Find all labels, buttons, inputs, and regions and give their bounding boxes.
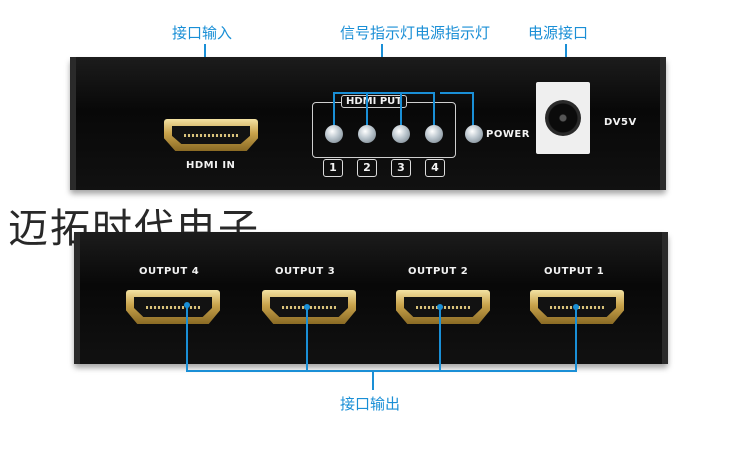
callout-indicator-lights: 信号指示灯电源指示灯 [340, 24, 491, 42]
output-label-3: OUTPUT 3 [275, 266, 336, 277]
leader-line-output-1 [575, 306, 577, 372]
hdmi-output-port-2[interactable] [396, 290, 490, 324]
indicator-bracket-drop-4 [433, 92, 435, 126]
callout-hdmi-input: 接口输入 [172, 24, 233, 42]
signal-led-1 [325, 125, 343, 143]
panel-edge-right [660, 57, 666, 190]
leader-line-output-bus [186, 370, 577, 372]
callout-output-ports: 接口输出 [340, 395, 401, 413]
signal-led-3 [392, 125, 410, 143]
dc-power-jack[interactable] [536, 82, 590, 154]
hdmi-output-port-1[interactable] [530, 290, 624, 324]
hdmi-output-port-4[interactable] [126, 290, 220, 324]
power-led [465, 125, 483, 143]
panel-edge-left [74, 232, 80, 364]
leader-dot-output-4 [184, 302, 190, 308]
indicator-bracket-drop-1 [333, 92, 335, 126]
channel-number-2: 2 [357, 159, 377, 177]
indicator-bracket-drop-2 [366, 92, 368, 126]
power-label: POWER [486, 129, 530, 140]
indicator-bracket-top [333, 92, 435, 94]
leader-line-output-2 [439, 306, 441, 372]
channel-number-4: 4 [425, 159, 445, 177]
signal-led-2 [358, 125, 376, 143]
hdmi-in-label: HDMI IN [186, 160, 236, 171]
panel-edge-right [662, 232, 668, 364]
leader-line-output-stem [372, 370, 374, 390]
output-label-2: OUTPUT 2 [408, 266, 469, 277]
channel-number-1: 1 [323, 159, 343, 177]
leader-line-power-led-drop [472, 92, 474, 126]
hdmi-put-title: HDMI PUT [341, 95, 408, 108]
panel-edge-left [70, 57, 76, 190]
output-label-1: OUTPUT 1 [544, 266, 605, 277]
channel-number-3: 3 [391, 159, 411, 177]
leader-line-output-4 [186, 306, 188, 372]
signal-led-4 [425, 125, 443, 143]
leader-line-output-3 [306, 306, 308, 372]
hdmi-in-port[interactable] [164, 119, 258, 151]
indicator-bracket-drop-3 [400, 92, 402, 126]
output-label-4: OUTPUT 4 [139, 266, 200, 277]
leader-line-power-led [440, 92, 474, 94]
dc-voltage-label: DV5V [604, 117, 637, 128]
callout-power-port: 电源接口 [528, 24, 589, 42]
